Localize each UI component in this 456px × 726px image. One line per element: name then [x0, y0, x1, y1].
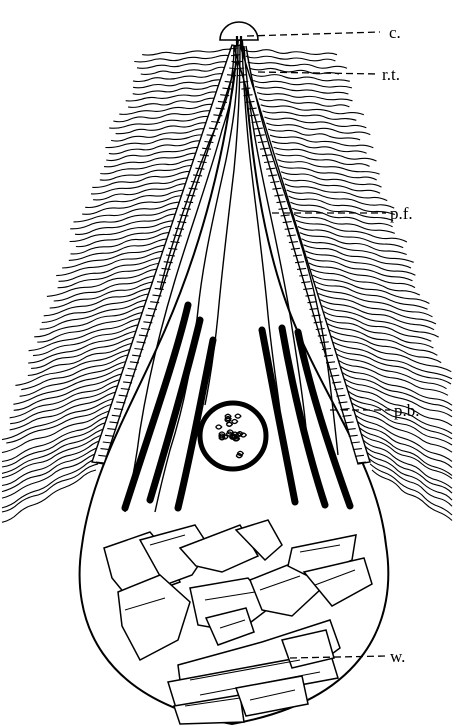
flagellum	[116, 123, 210, 134]
flagellum	[328, 324, 438, 355]
flagellum	[111, 129, 208, 141]
flagellum	[69, 239, 172, 261]
flagellum	[82, 196, 186, 215]
flagellum	[272, 141, 367, 153]
flagellum	[320, 300, 434, 330]
flagellum	[276, 154, 370, 167]
label-rostral-tuft: r.t.	[382, 65, 400, 84]
flagellum	[141, 67, 228, 74]
flagellum	[300, 233, 407, 255]
flagellum	[109, 116, 212, 128]
flagellum	[277, 160, 379, 175]
flagellum	[298, 227, 403, 248]
flagellum	[302, 239, 414, 263]
flagellum	[305, 251, 415, 275]
rostrum-cap	[220, 22, 258, 40]
flagellum	[74, 202, 185, 222]
flagellum	[104, 153, 200, 167]
flagellum	[251, 74, 349, 81]
flagellum	[279, 166, 377, 180]
flagellum	[2, 458, 100, 508]
flagellum	[246, 56, 336, 61]
flagellum	[274, 147, 377, 161]
flagellum	[119, 104, 216, 114]
flagellum	[21, 354, 134, 389]
flagellum	[244, 50, 337, 55]
flagellum	[142, 49, 234, 55]
label-parabasal-bodies: p.b.	[394, 401, 420, 420]
flagellum	[70, 208, 182, 229]
flagellum	[285, 184, 387, 201]
flagellum	[318, 294, 436, 324]
flagellum	[322, 306, 439, 337]
flagellum	[253, 80, 352, 88]
flagellum	[56, 251, 168, 276]
flagellum	[313, 275, 430, 303]
flagellum	[268, 129, 360, 140]
flagellum	[270, 135, 373, 148]
label-centrosome: c.	[389, 23, 401, 42]
flagellum	[59, 257, 167, 281]
flagellum	[303, 245, 411, 268]
flagellum	[326, 318, 434, 348]
flagellum	[372, 470, 452, 521]
flagellum	[134, 55, 232, 62]
flagellum	[316, 287, 432, 316]
flagellum	[71, 232, 175, 253]
flagellum	[257, 93, 353, 101]
flagellum	[50, 281, 158, 308]
flagellum	[255, 87, 348, 95]
flagellum	[266, 123, 370, 135]
flagellum	[307, 257, 412, 281]
flagellum	[324, 312, 432, 342]
flagellum	[109, 141, 204, 154]
flagellum	[137, 62, 230, 69]
flagellum	[70, 220, 178, 241]
flagellum	[47, 269, 162, 296]
flagellum	[283, 178, 380, 193]
flagellum	[2, 452, 102, 498]
nucleus	[200, 403, 266, 469]
flagellum	[248, 62, 347, 68]
flagellum	[309, 263, 415, 288]
flagellum	[85, 190, 188, 208]
flagellum	[281, 172, 381, 187]
flagellum	[2, 470, 96, 522]
label-postrostral-flagella: p.f.	[390, 204, 413, 223]
label-wood-particles: w.	[390, 647, 405, 666]
flagellum	[54, 275, 160, 301]
flagellum	[113, 111, 214, 122]
